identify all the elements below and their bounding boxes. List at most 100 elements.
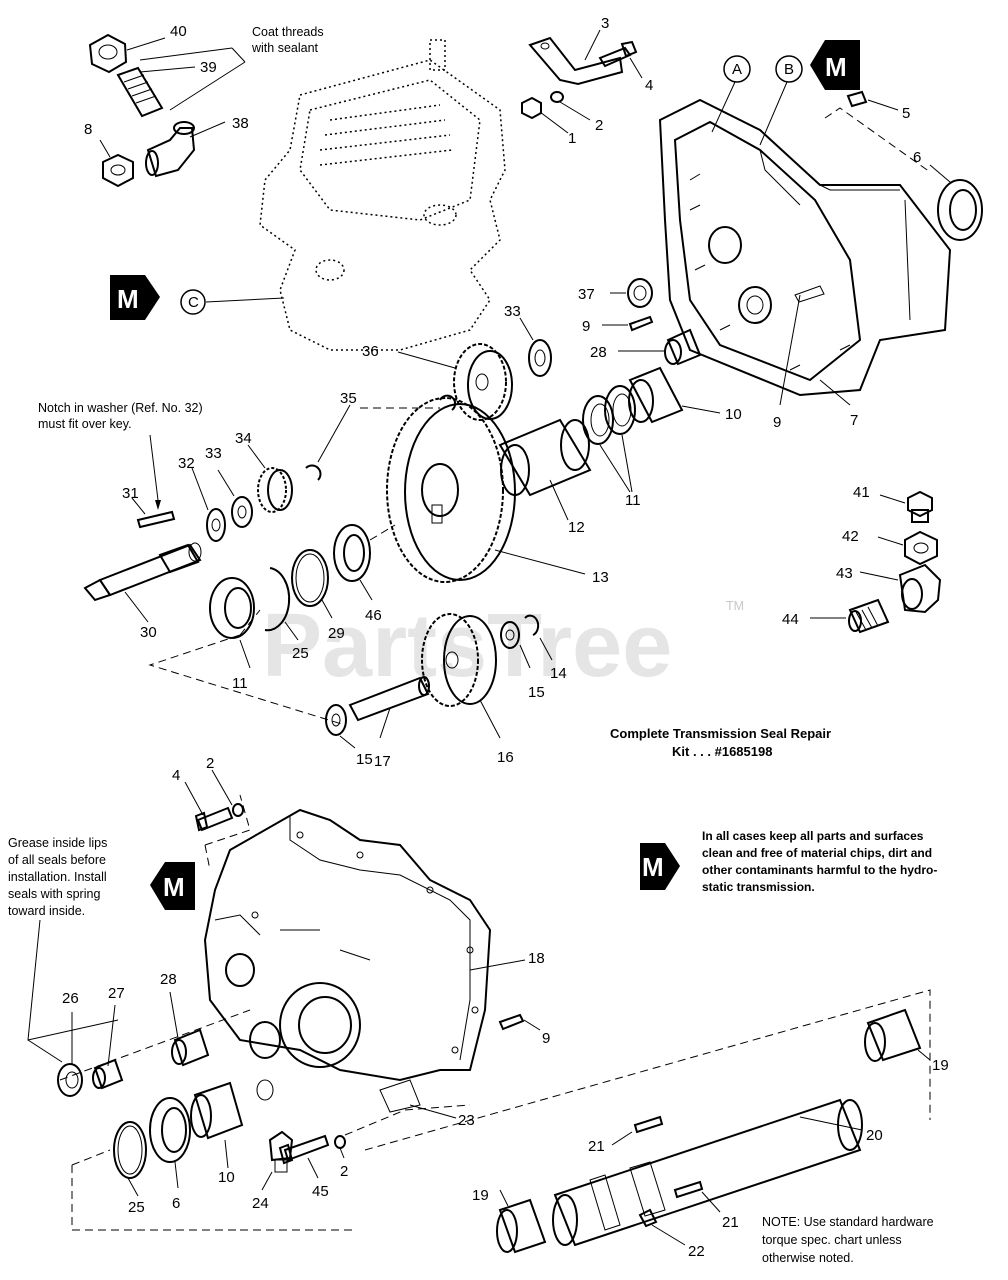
callout-29: 29 (328, 625, 345, 642)
marker-m-mid-left: M (150, 862, 195, 910)
callout-43: 43 (836, 565, 853, 582)
callout-4-lower: 4 (172, 767, 180, 784)
phantom-pump-housing (259, 39, 506, 351)
bolt-45 (278, 1134, 330, 1165)
callout-42: 42 (842, 528, 859, 545)
note-clean-2: clean and free of material chips, dirt a… (702, 846, 932, 860)
bearing-37 (627, 278, 653, 308)
callout-9-right: 9 (773, 414, 781, 431)
callout-4-top: 4 (645, 77, 653, 94)
clip-14 (524, 614, 540, 636)
callout-8: 8 (84, 121, 92, 138)
seal-6-lower (149, 1097, 191, 1163)
callout-11-left: 11 (232, 675, 248, 692)
callout-26: 26 (62, 990, 79, 1007)
note-grease-4: seals with spring (8, 887, 100, 901)
callout-11-top: 11 (625, 492, 641, 509)
callout-3: 3 (601, 15, 609, 32)
elbow-38 (145, 121, 196, 178)
nut-8 (102, 153, 134, 188)
marker-m-right: M (640, 843, 680, 890)
note-coat-threads-1: Coat threads (252, 25, 324, 39)
watermark: PartsTree (262, 596, 672, 696)
watermark-trademark: TM (726, 599, 744, 613)
note-grease-1: Grease inside lips (8, 836, 107, 850)
callout-41: 41 (853, 484, 870, 501)
bearing-10-lower (190, 1081, 244, 1140)
washer-2-lower (232, 803, 244, 817)
nipple-44 (848, 598, 890, 634)
key-21-upper (633, 1115, 664, 1134)
callout-7: 7 (850, 412, 858, 429)
bolt-4 (598, 40, 638, 68)
washer-2-bottom (334, 1135, 346, 1149)
callout-21-lower: 21 (722, 1214, 739, 1231)
callout-1: 1 (568, 130, 576, 147)
nut-42 (904, 530, 938, 566)
callout-30: 30 (140, 624, 157, 641)
ring-25-left (264, 567, 291, 632)
gear-16 (421, 613, 497, 707)
bearing-28-lower (171, 1028, 210, 1067)
ring-29 (291, 549, 329, 607)
callout-33-top: 33 (504, 303, 521, 320)
callout-31: 31 (122, 485, 139, 502)
svg-text:C: C (188, 294, 199, 311)
bolt-4-lower (194, 806, 234, 832)
sleeve-19-right (864, 1008, 922, 1062)
callout-37: 37 (578, 286, 595, 303)
callout-46: 46 (365, 607, 382, 624)
gear-36 (453, 343, 513, 421)
callout-15-bottom: 15 (356, 751, 373, 768)
gear-34 (257, 467, 293, 513)
key-31 (136, 510, 176, 529)
callout-2-lower: 2 (206, 755, 214, 772)
bushing-27 (92, 1058, 124, 1090)
fitting-nut-40 (88, 33, 128, 74)
svg-text:B: B (784, 61, 794, 78)
key-21-lower (673, 1180, 704, 1199)
callout-25-lower: 25 (128, 1199, 145, 1216)
note-clean-3: other contaminants harmful to the hydro- (702, 863, 937, 877)
clip-35-left (305, 464, 322, 481)
plug-5 (846, 90, 868, 108)
sleeve-19-left (496, 1198, 547, 1254)
gear-13 (386, 397, 516, 583)
nipple-39 (116, 66, 164, 118)
marker-m-top-right: M (810, 40, 860, 90)
note-grease-5: toward inside. (8, 904, 85, 918)
callout-19-right: 19 (932, 1057, 949, 1074)
callout-9-left: 9 (582, 318, 590, 335)
callout-27: 27 (108, 985, 125, 1002)
callout-24: 24 (252, 1195, 269, 1212)
svg-text:M: M (642, 852, 664, 882)
elbow-43 (898, 563, 942, 614)
seals-11-top (582, 385, 636, 445)
callout-13: 13 (592, 569, 609, 586)
note-grease-2: of all seals before (8, 853, 106, 867)
note-kit-2: Kit . . . #1685198 (672, 744, 772, 759)
ring-25-lower (113, 1121, 147, 1179)
bearing-10-top (628, 366, 684, 424)
note-hardware-1: NOTE: Use standard hardware (762, 1215, 934, 1229)
callout-6-lower: 6 (172, 1195, 180, 1212)
callout-9-lower: 9 (542, 1030, 550, 1047)
note-hardware-3: otherwise noted. (762, 1251, 854, 1265)
callout-19-left: 19 (472, 1187, 489, 1204)
svg-text:A: A (732, 61, 742, 78)
callout-10-lower: 10 (218, 1169, 235, 1186)
note-grease-3: installation. Install (8, 870, 107, 884)
washer-15-top (500, 621, 520, 649)
callout-5: 5 (902, 105, 910, 122)
callout-18: 18 (528, 950, 545, 967)
note-clean-4: static transmission. (702, 880, 815, 894)
callout-23: 23 (458, 1112, 475, 1129)
seal-6-top (937, 179, 983, 241)
callout-22: 22 (688, 1243, 705, 1260)
svg-text:M: M (825, 52, 847, 82)
callout-12: 12 (568, 519, 585, 536)
callout-44: 44 (782, 611, 799, 628)
note-coat-threads-2: with sealant (251, 41, 319, 55)
callout-28-lower: 28 (160, 971, 177, 988)
washer-32 (206, 508, 226, 542)
